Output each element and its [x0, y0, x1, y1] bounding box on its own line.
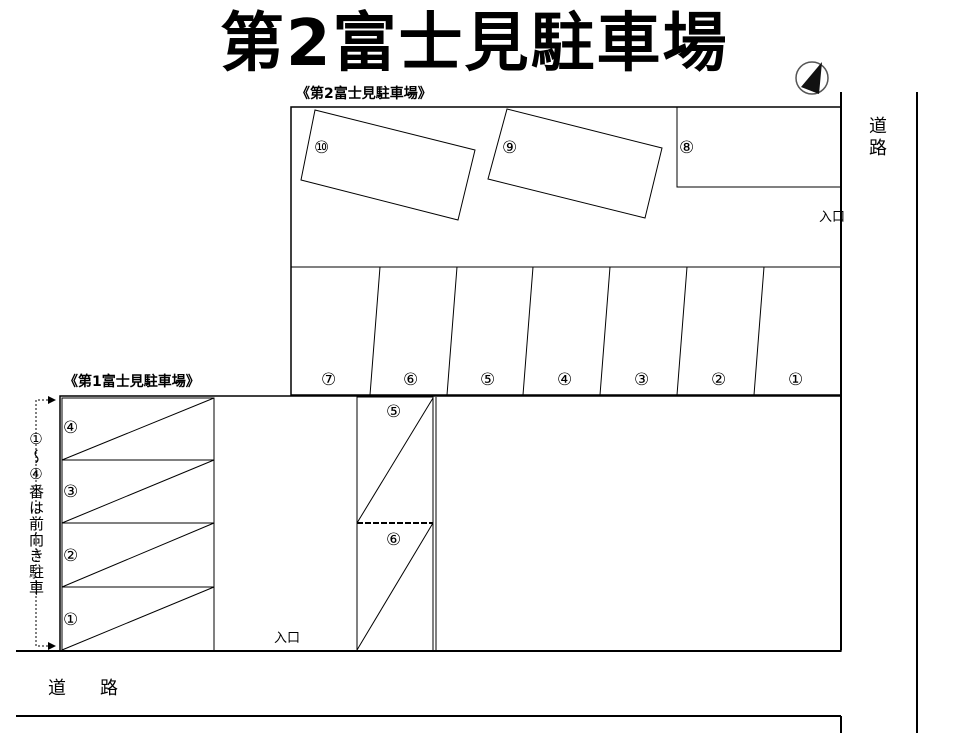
lot1-entrance-label: 入口	[274, 631, 301, 646]
road-right-label: 道路	[869, 116, 887, 159]
page-title: 第2富士見駐車場	[220, 7, 729, 81]
space-10-label: ⑩	[314, 138, 330, 158]
space-8-label: ⑧	[679, 138, 695, 158]
row-space-3: ③	[634, 370, 650, 390]
lot1-space-1: ①	[63, 610, 79, 630]
lot1-space-2: ②	[63, 546, 79, 566]
row-space-2: ②	[711, 370, 727, 390]
forward-parking-note: ①〜④番は前向き駐車	[27, 430, 45, 596]
north-arrow-icon	[795, 61, 829, 95]
road-bottom-label-1: 道	[48, 678, 66, 699]
lot1-space-3: ③	[63, 482, 79, 502]
row-space-1: ①	[788, 370, 804, 390]
lot2-entrance-label: 入口	[819, 210, 846, 225]
row-space-4: ④	[557, 370, 573, 390]
lot2-label: 《第2富士見駐車場》	[296, 86, 432, 102]
lot1-space-4: ④	[63, 418, 79, 438]
lot1-space-6: ⑥	[386, 530, 402, 550]
space-9-label: ⑨	[502, 138, 518, 158]
road-bottom-label-2: 路	[100, 678, 118, 699]
row-space-7: ⑦	[321, 370, 337, 390]
lot1-label: 《第1富士見駐車場》	[64, 374, 200, 390]
row-space-5: ⑤	[480, 370, 496, 390]
row-space-6: ⑥	[403, 370, 419, 390]
lot1-space-5: ⑤	[386, 402, 402, 422]
